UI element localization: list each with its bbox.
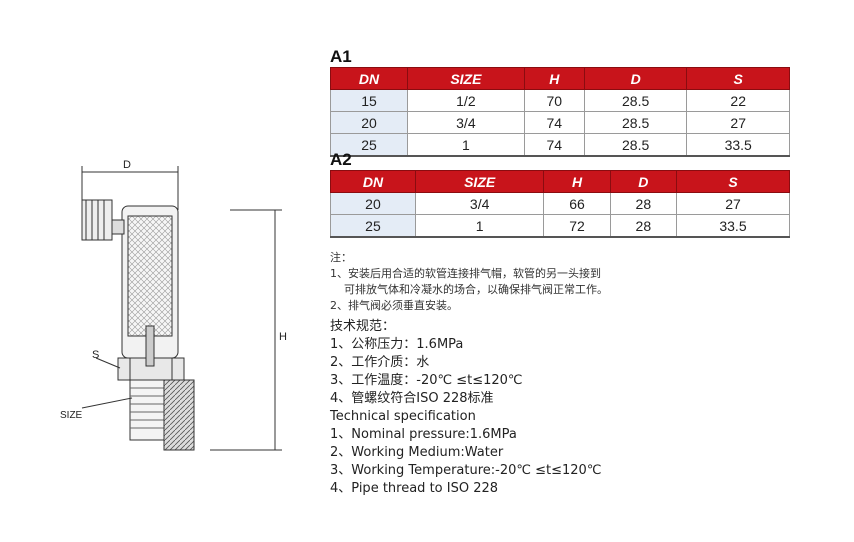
- spec-cn-item: 2、工作介质：水: [330, 355, 430, 370]
- valve-section-drawing: D H S SIZE: [60, 159, 287, 451]
- spec-section: 技术规范： 1、公称压力：1.6MPa 2、工作介质：水 3、工作温度：-20℃…: [330, 318, 601, 498]
- s-leader: [95, 357, 121, 369]
- column-header: H: [523, 67, 585, 90]
- table-cell: 66: [543, 192, 611, 215]
- table-cell: 1/2: [407, 89, 525, 112]
- table-a1-label: A1: [330, 47, 352, 66]
- spec-cn-item: 3、工作温度：-20℃ ≤t≤120℃: [330, 373, 523, 388]
- table-cell: 28.5: [583, 133, 688, 157]
- table-cell: 33.5: [686, 133, 790, 157]
- spec-en-title: Technical specification: [330, 409, 476, 424]
- table-cell: 27: [686, 111, 790, 134]
- table-cell: 28.5: [583, 111, 688, 134]
- table-cell: 72: [543, 214, 611, 238]
- column-header: DN: [330, 170, 416, 193]
- table-cell: 70: [523, 89, 585, 112]
- note-line: 可排放气体和冷凝水的场合，以确保排气阀正常工作。: [330, 283, 608, 296]
- table-cell: 3/4: [414, 192, 545, 215]
- table-cell: 28: [609, 214, 677, 238]
- note-line: 1、安装后用合适的软管连接排气帽，软管的另一头接到: [330, 267, 601, 280]
- note-line: 2、排气阀必须垂直安装。: [330, 299, 458, 312]
- table-cell: 25: [330, 214, 416, 238]
- column-header: S: [686, 67, 790, 90]
- table-cell: 3/4: [407, 111, 525, 134]
- s-label: S: [92, 349, 99, 361]
- column-header: SIZE: [407, 67, 525, 90]
- size-label: SIZE: [60, 410, 83, 421]
- spec-cn-item: 4、管螺纹符合ISO 228标准: [330, 391, 494, 406]
- column-header: DN: [329, 67, 409, 90]
- spec-en-item: 1、Nominal pressure:1.6MPa: [330, 427, 517, 442]
- table-cell: 1: [414, 214, 545, 238]
- column-header: D: [583, 67, 688, 90]
- spec-en-item: 4、Pipe thread to ISO 228: [330, 481, 499, 496]
- spec-en-item: 2、Working Medium:Water: [330, 445, 504, 460]
- table-cell: 15: [329, 89, 409, 112]
- table-cell: 28.5: [583, 89, 688, 112]
- table-cell: 74: [523, 133, 585, 157]
- spec-en-item: 3、Working Temperature:-20℃ ≤t≤120℃: [330, 463, 602, 478]
- table-cell: 25: [329, 133, 409, 157]
- notes-title: 注：: [330, 251, 352, 264]
- table-cell: 27: [675, 192, 791, 215]
- h-label: H: [279, 331, 287, 343]
- table-a2-label: A2: [330, 150, 352, 169]
- spec-cn-item: 1、公称压力：1.6MPa: [330, 337, 464, 352]
- spec-cn-title: 技术规范：: [330, 319, 396, 334]
- table-cell: 20: [329, 111, 409, 134]
- table-cell: 74: [523, 111, 585, 134]
- column-header: H: [543, 170, 611, 193]
- table-cell: 33.5: [675, 214, 791, 238]
- table-cell: 22: [686, 89, 790, 112]
- notes-section: 注： 1、安装后用合适的软管连接排气帽，软管的另一头接到 可排放气体和冷凝水的场…: [330, 250, 608, 314]
- column-header: SIZE: [414, 170, 545, 193]
- d-label: D: [123, 159, 131, 171]
- size-leader: [81, 397, 133, 409]
- table-cell: 1: [407, 133, 525, 157]
- table-cell: 28: [609, 192, 677, 215]
- column-header: D: [609, 170, 677, 193]
- column-header: S: [675, 170, 791, 193]
- table-cell: 20: [330, 192, 416, 215]
